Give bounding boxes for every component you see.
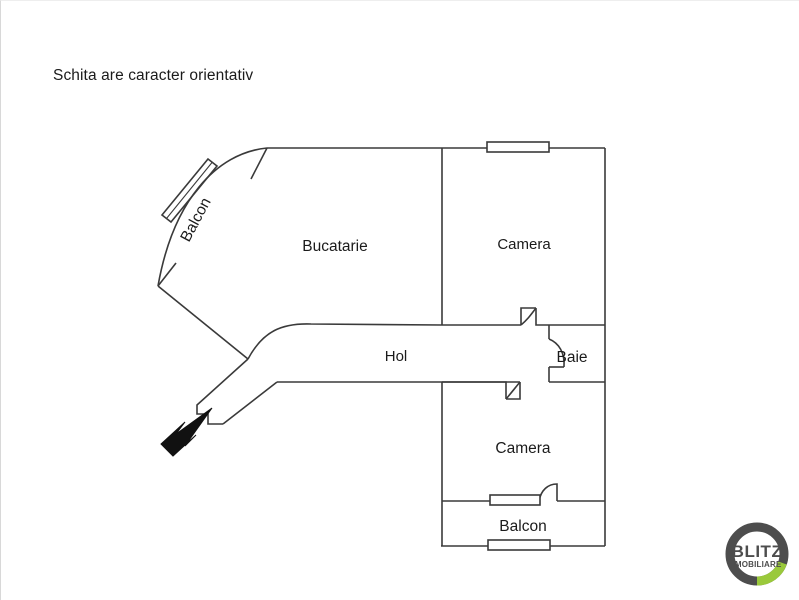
room-label-camera-top: Camera [497, 236, 551, 253]
room-label-balcon-bottom: Balcon [499, 518, 546, 535]
wall-corridor-inner [222, 381, 278, 425]
entrance-arrow [160, 407, 213, 457]
wall-angled-upper [157, 285, 249, 360]
room-label-baie: Baie [556, 349, 587, 366]
wall-notch-lower [157, 262, 177, 287]
door-arc-balcon-bottom [538, 483, 558, 502]
door-arc-baie [548, 338, 565, 368]
room-label-camera-bottom: Camera [495, 440, 551, 457]
window-camera-top [486, 141, 550, 153]
door-arc-camera-bottom [505, 381, 521, 400]
window-balcon-outer [487, 539, 551, 551]
wall-notch-top [250, 147, 268, 180]
page-title: Schita are caracter orientativ [53, 67, 254, 84]
wall-corridor-outer [196, 358, 249, 425]
logo-secondary-text: IMOBILIARE [732, 560, 782, 569]
door-arc-camera-top [520, 307, 537, 326]
wall-hol-top-left [247, 323, 443, 360]
door-frame-camera-top [535, 308, 549, 326]
room-label-balcon-top: Balcon [177, 195, 214, 245]
room-label-hol: Hol [385, 348, 408, 365]
blitz-imobiliare-logo: BLITZ IMOBILIARE [725, 522, 789, 586]
door-frame-camera-bottom [494, 381, 507, 399]
balcony-railing-top [160, 157, 219, 224]
door-jamb-camera-top [520, 307, 536, 325]
logo-primary-text: BLITZ [732, 542, 783, 561]
room-label-bucatarie: Bucatarie [302, 238, 367, 255]
door-jamb-camera-bottom [506, 382, 521, 400]
window-balcon-inner [489, 494, 541, 506]
logo-accent-arc [756, 561, 787, 586]
balcony-railing-line [166, 162, 213, 219]
